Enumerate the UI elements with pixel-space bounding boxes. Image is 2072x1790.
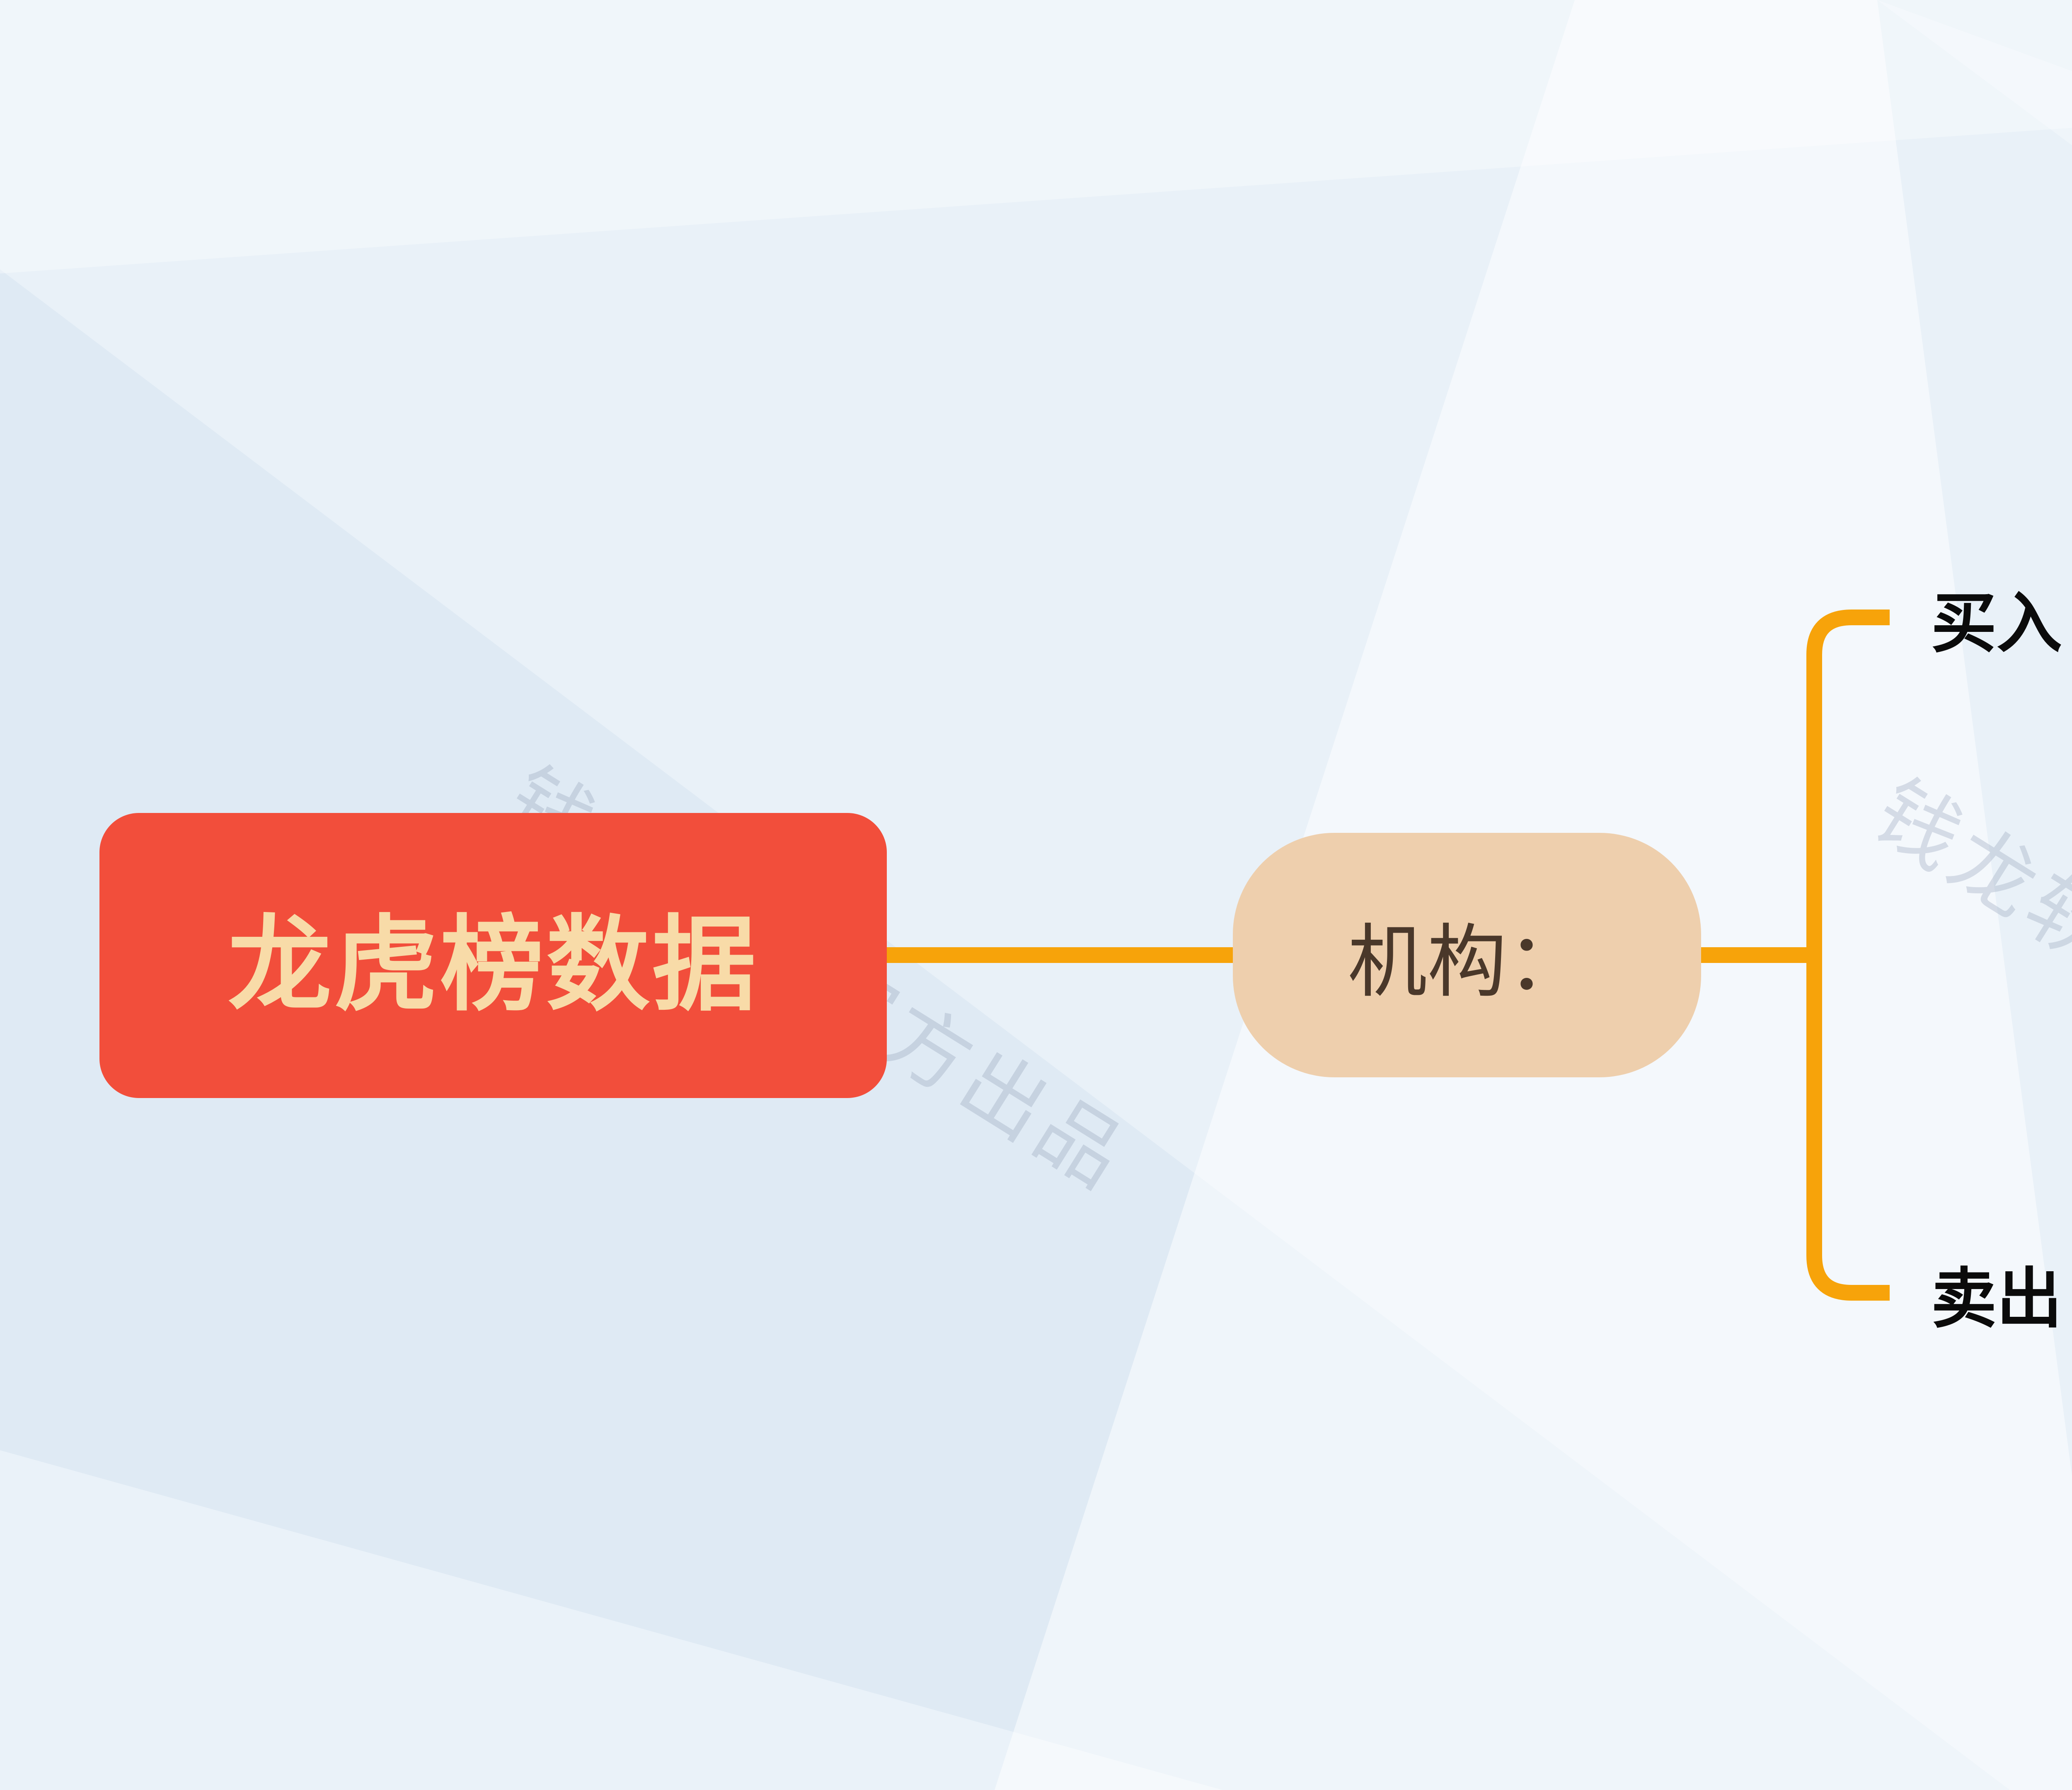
root-node: 龙虎榜数据 [99,813,887,1098]
branch-label-sell: 卖出： [1931,1262,2072,1335]
category-node-label: 机构： [1348,917,1586,1006]
branch-label-buy: 买入： [1931,587,2072,660]
split-bracket [1806,610,1890,1301]
category-node: 机构： [1233,833,1701,1077]
root-node-label: 龙虎榜数据 [228,907,758,1023]
